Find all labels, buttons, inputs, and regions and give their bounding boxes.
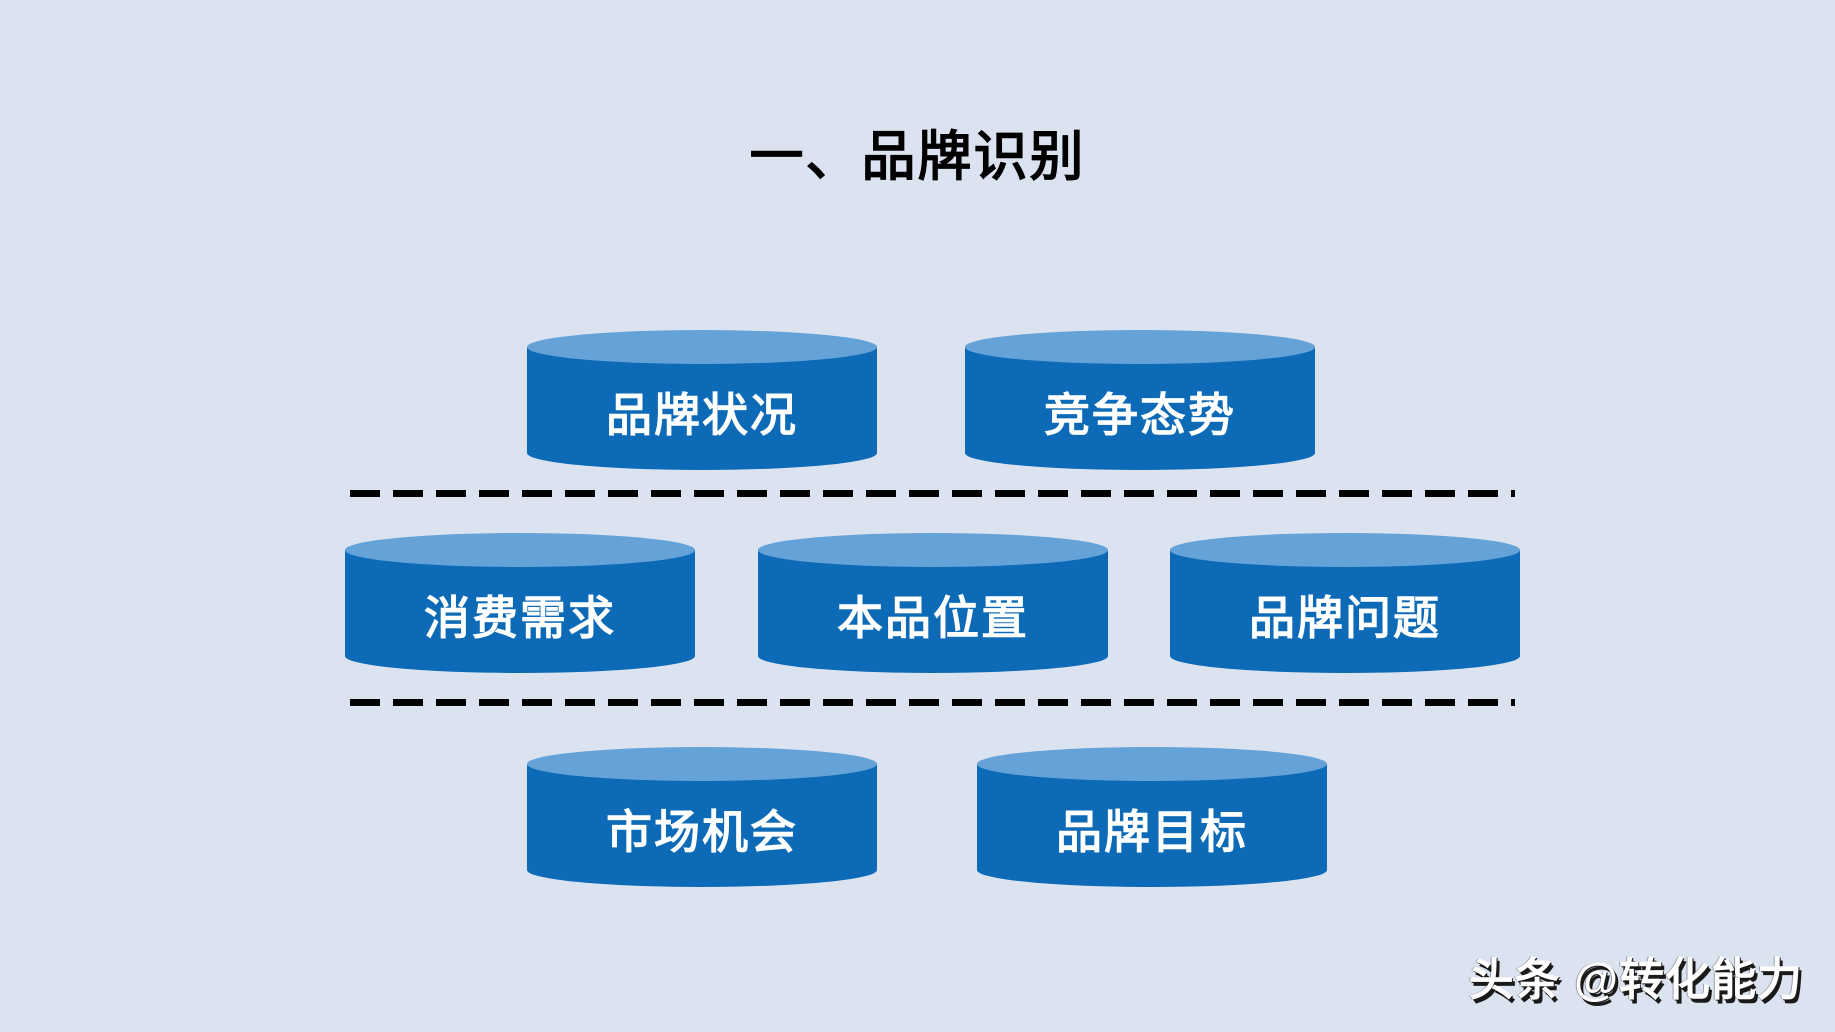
cylinder-label: 竞争态势 [1044,389,1236,441]
cylinder-body [527,347,877,470]
cylinder-top-ellipse [527,747,877,781]
watermark: 头条 @转化能力 [1468,954,1803,1005]
cylinder-body [977,764,1327,887]
cylinder-brand-problem: 品牌问题 [1170,533,1520,673]
cylinder-brand-goal: 品牌目标 [977,747,1327,887]
cylinder-body [345,550,695,673]
cylinder-label: 消费需求 [424,592,616,644]
cylinder-top-ellipse [1170,533,1520,567]
dashed-divider-bottom [350,699,1515,706]
cylinder-top-ellipse [977,747,1327,781]
cylinder-label: 市场机会 [606,806,798,858]
cylinder-market-opportunity: 市场机会 [527,747,877,887]
cylinder-body [758,550,1108,673]
cylinder-consumer-demand: 消费需求 [345,533,695,673]
cylinder-top-ellipse [345,533,695,567]
cylinder-body [1170,550,1520,673]
cylinder-competitive-situation: 竞争态势 [965,330,1315,470]
cylinder-label: 本品位置 [837,592,1029,644]
page-title: 一、品牌识别 [749,127,1086,187]
cylinder-top-ellipse [758,533,1108,567]
cylinder-top-ellipse [965,330,1315,364]
dashed-divider-top [350,490,1515,497]
cylinder-top-ellipse [527,330,877,364]
cylinder-body [527,764,877,887]
cylinder-label: 品牌问题 [1249,592,1441,644]
cylinder-body [965,347,1315,470]
cylinder-label: 品牌目标 [1056,806,1248,858]
cylinder-product-position: 本品位置 [758,533,1108,673]
cylinder-label: 品牌状况 [606,389,798,441]
cylinder-brand-status: 品牌状况 [527,330,877,470]
